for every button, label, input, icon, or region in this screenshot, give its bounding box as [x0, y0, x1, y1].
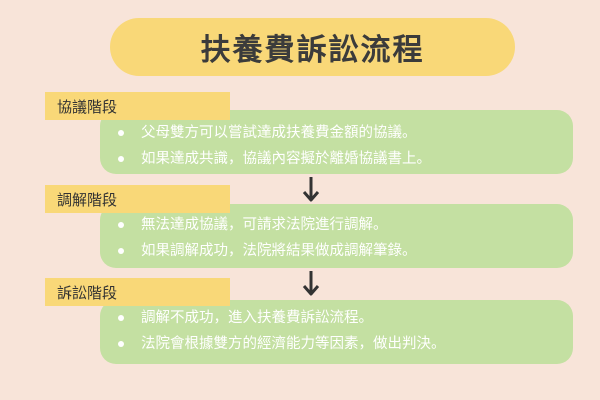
list-item-text: 如果達成共識，協議內容擬於離婚協議書上。	[141, 151, 431, 167]
bullet-icon	[118, 156, 124, 162]
stage-box-negotiation	[100, 110, 573, 174]
page-title: 扶養費訴訟流程	[200, 33, 425, 68]
stage-label-text: 協議階段	[57, 97, 118, 116]
list-item: 如果調解成功，法院將結果做成調解筆錄。	[118, 238, 417, 264]
list-item-text: 調解不成功，進入扶養費訴訟流程。	[141, 310, 373, 326]
list-item-text: 如果調解成功，法院將結果做成調解筆錄。	[141, 243, 417, 259]
list-item: 法院會根據雙方的經濟能力等因素，做出判決。	[118, 331, 446, 357]
list-item-text: 父母雙方可以嘗試達成扶養費金額的協議。	[141, 125, 417, 141]
bullet-icon	[118, 222, 124, 228]
list-item-text: 無法達成協議，可請求法院進行調解。	[141, 217, 388, 233]
stage-label-text: 訴訟階段	[57, 283, 118, 302]
list-item: 無法達成協議，可請求法院進行調解。	[118, 212, 417, 238]
bullet-icon	[118, 130, 124, 136]
arrow-down-icon	[302, 271, 320, 296]
stage-box-litigation	[100, 300, 573, 364]
bullet-icon	[118, 341, 124, 347]
list-item: 調解不成功，進入扶養費訴訟流程。	[118, 305, 446, 331]
bullet-icon	[118, 315, 124, 321]
stage-list-mediation: 無法達成協議，可請求法院進行調解。 如果調解成功，法院將結果做成調解筆錄。	[118, 212, 417, 264]
stage-list-negotiation: 父母雙方可以嘗試達成扶養費金額的協議。 如果達成共識，協議內容擬於離婚協議書上。	[118, 120, 431, 172]
stage-label-mediation: 調解階段	[45, 185, 230, 213]
title-banner: 扶養費訴訟流程	[110, 18, 515, 76]
stage-list-litigation: 調解不成功，進入扶養費訴訟流程。 法院會根據雙方的經濟能力等因素，做出判決。	[118, 305, 446, 357]
stage-label-text: 調解階段	[57, 190, 118, 209]
list-item: 如果達成共識，協議內容擬於離婚協議書上。	[118, 146, 431, 172]
list-item-text: 法院會根據雙方的經濟能力等因素，做出判決。	[141, 336, 446, 352]
stage-box-mediation	[100, 204, 573, 268]
arrow-down-icon	[302, 177, 320, 202]
list-item: 父母雙方可以嘗試達成扶養費金額的協議。	[118, 120, 431, 146]
stage-label-negotiation: 協議階段	[45, 92, 230, 120]
stage-label-litigation: 訴訟階段	[45, 278, 230, 306]
bullet-icon	[118, 248, 124, 254]
